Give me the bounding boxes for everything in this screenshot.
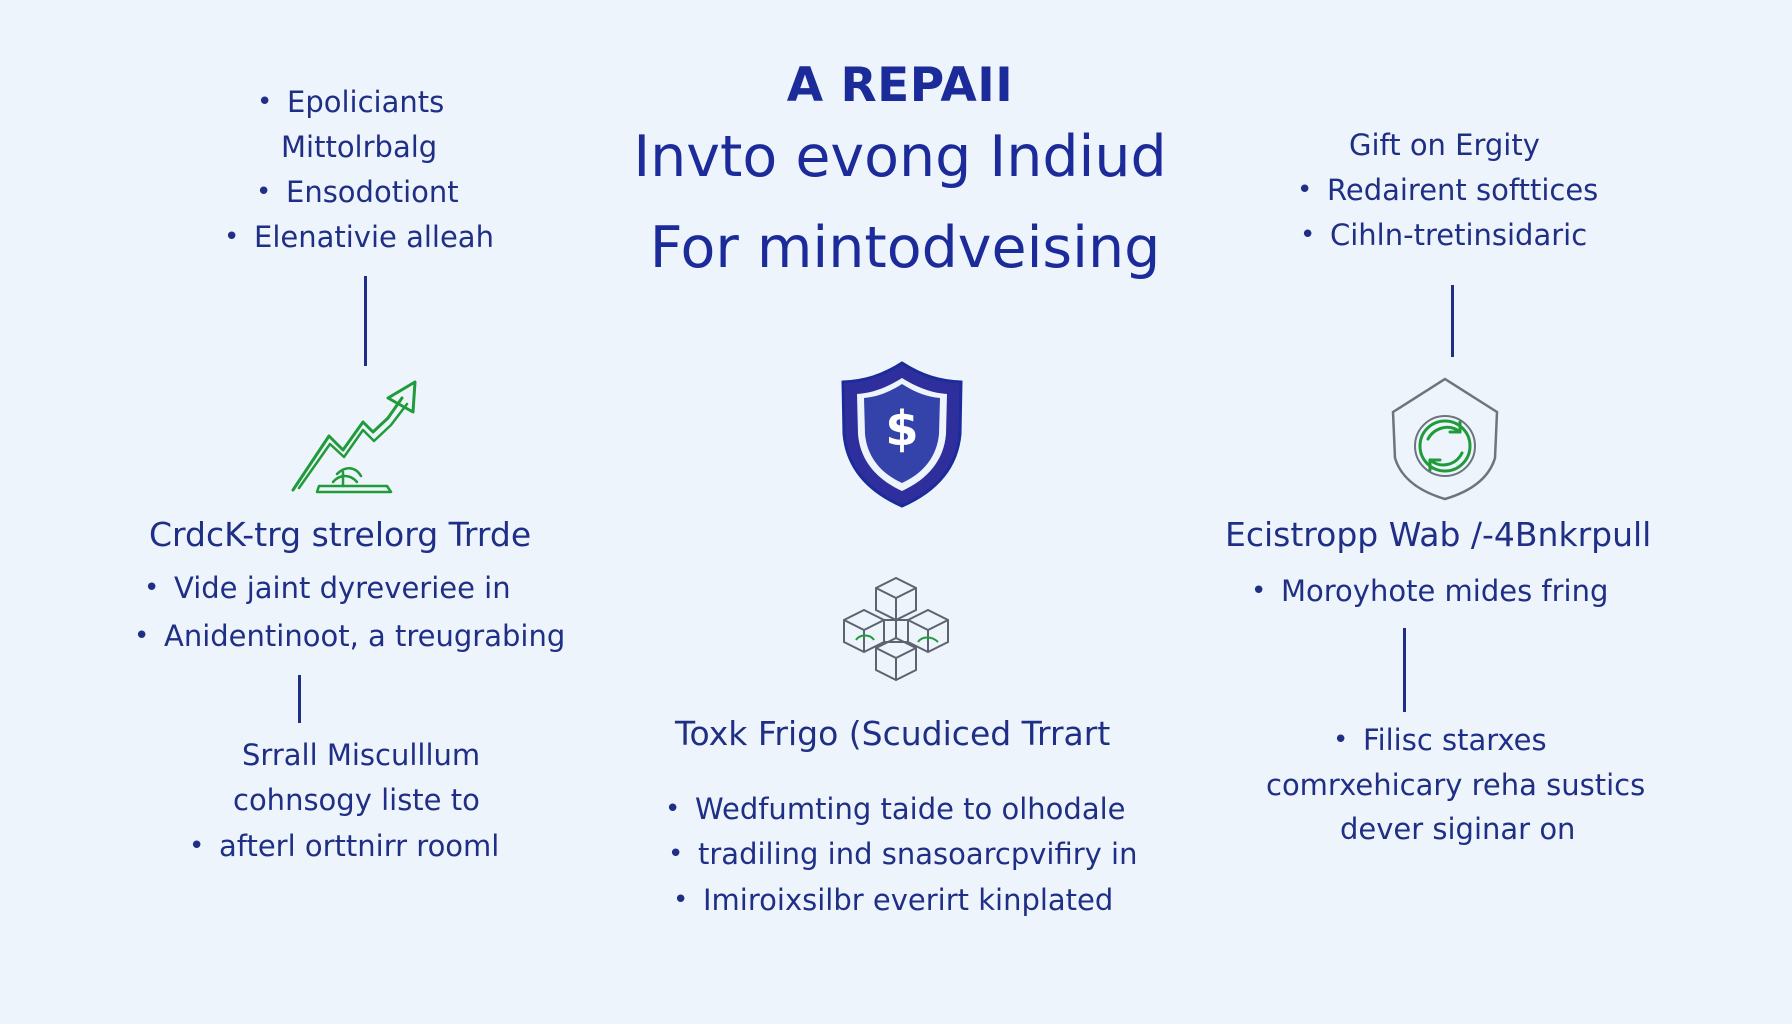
left-bottom-line-2: cohnsogy liste to [233,783,480,817]
left-mid-item-2: Anidentinoot, a treugrabing [134,619,565,653]
center-title: Toxk Frigo (Scudiced Trrart [675,714,1111,753]
left-mid-title: CrdcK-trg strelorg Trrde [149,515,532,554]
right-top-line-2: Redairent softtices [1297,173,1598,207]
left-top-item-3: Ensodotiont [256,175,459,209]
trend-up-svg [291,380,417,494]
left-bottom-line-3: afterl orttnirr rooml [189,829,499,863]
left-top-item-4: Elenativie alleah [224,220,494,254]
blocks-icon [828,570,964,688]
center-item-3: Imiroixsilbr everirt kinplated [673,883,1113,917]
blocks-svg [843,576,949,682]
shield-dollar-symbol: $ [885,401,919,457]
shield-refresh-icon [1386,376,1504,502]
left-bottom-line-1: Srrall Misculllum [242,738,481,772]
left-top-item-1: Epolicіants [257,85,444,119]
right-bottom-line-2: comrxehicary reha sustics [1266,768,1646,802]
shield-dollar-svg [841,361,963,508]
right-mid-title: Ecistropp Wab /-4Bnkrpull [1225,515,1652,554]
connector-right-top [1451,285,1454,357]
shield-dollar-icon: $ [840,360,964,508]
right-bottom-line-1: Filisc starxes [1333,723,1547,757]
connector-right-bottom [1403,628,1406,712]
center-item-1: Wedfumting taide to olhodale [665,792,1125,826]
right-top-line-3: Cihln-tretinsidaric [1300,218,1587,252]
center-item-2: tradiling ind snasoarcpvifiry in [668,837,1138,871]
trend-up-icon [285,378,425,496]
right-mid-item-1: Moroyhote mides fring [1251,574,1608,608]
left-top-item-2: Mittolrbalg [281,130,438,164]
right-bottom-line-3: dever siginar on [1340,812,1576,846]
header-title-line2: For mintodveising [649,215,1161,281]
shield-refresh-svg [1391,377,1499,501]
header-title-line1: Invto evong Indiud [633,124,1167,190]
connector-left-bottom [298,675,301,723]
header-small-title: A REPAII [786,58,1014,113]
right-top-line-1: Gift on Ergity [1349,128,1540,162]
left-mid-item-1: Vide jaint dyreverіee in [144,571,511,605]
connector-left-top [364,276,367,366]
